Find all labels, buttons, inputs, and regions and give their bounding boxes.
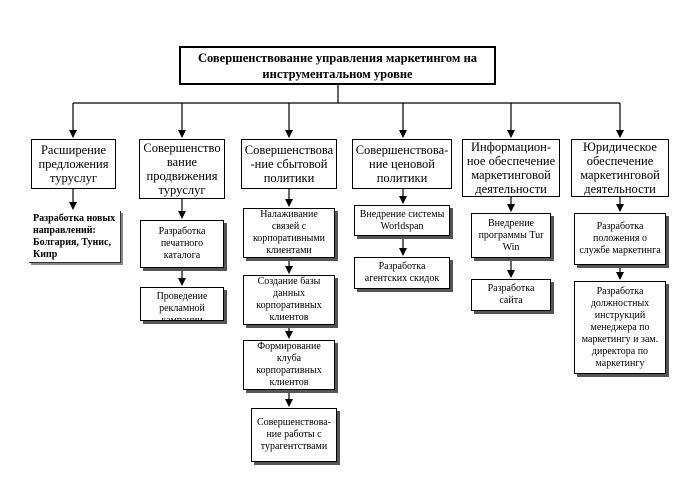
branch-5-title: Информацион-ное обеспечение маркетингово… [466,140,556,196]
branch-3-box: Совершенствова -ние сбытовой политики [241,139,337,189]
branch-2-item-2-label: Проведение рекламной кампании [156,291,208,321]
branch-3-item-2: Создание базы данных корпоративных клиен… [243,275,335,325]
branch-4-item-1-label: Внедрение системы Worldspan [359,208,445,232]
root-title: Совершенствование управления маркетингом… [197,50,478,81]
branch-4-box: Совершенствова-ние ценовой политики [352,139,452,189]
branch-5-item-1: Внедрение программы Tur Win [471,213,551,258]
branch-4-item-1: Внедрение системы Worldspan [354,205,450,236]
branch-2-item-2: Проведение рекламной кампании [140,287,224,321]
branch-4-item-2: Разработка агентских скидок [354,257,450,289]
branch-3-item-4: Совершенствова-ние работы с турагентства… [251,408,337,462]
branch-4-item-2-label: Разработка агентских скидок [364,261,440,284]
branch-6-item-2-label: Разработка должностных инструкций менедж… [581,285,659,369]
branch-3-item-1: Налаживание связей с корпоративными клие… [243,208,335,258]
branch-6-title: Юридическое обеспечение маркетинговой де… [580,140,660,196]
branch-6-item-1-label: Разработка положения о службе маркетинга [579,221,661,256]
branch-6-box: Юридическое обеспечение маркетинговой де… [571,139,669,197]
branch-4-title: Совершенствова-ние ценовой политики [355,143,449,185]
branch-3-item-3: Формирование клуба корпоративных клиенто… [243,340,335,390]
branch-5-item-2-label: Разработка сайта [487,283,535,306]
branch-5-box: Информацион-ное обеспечение маркетингово… [462,139,560,197]
branch-3-item-2-label: Создание базы данных корпоративных клиен… [256,276,322,323]
branch-5-item-1-label: Внедрение программы Tur Win [478,217,544,253]
branch-2-item-1: Разработка печатного каталога [140,220,224,268]
branch-1-box: Расширение предложения туруслуг [31,139,116,189]
branch-3-item-1-label: Налаживание связей с корпоративными клие… [252,209,326,256]
branch-2-box: Совершенство вание продвижения туруслуг [139,139,225,199]
branch-6-item-2: Разработка должностных инструкций менедж… [574,281,666,374]
branch-3-item-3-label: Формирование клуба корпоративных клиенто… [256,341,322,388]
branch-1-title: Расширение предложения туруслуг [38,143,109,185]
branch-1-item-1: Разработка новых направлений: Болгария, … [29,211,121,263]
root-box: Совершенствование управления маркетингом… [179,46,496,85]
branch-1-item-1-label: Разработка новых направлений: Болгария, … [33,213,116,260]
branch-5-item-2: Разработка сайта [471,279,551,311]
branch-3-title: Совершенствова -ние сбытовой политики [244,143,334,185]
branch-6-item-1: Разработка положения о службе маркетинга [574,213,666,265]
branch-2-item-1-label: Разработка печатного каталога [158,226,206,261]
branch-2-title: Совершенство вание продвижения туруслуг [143,141,221,197]
branch-3-item-4-label: Совершенствова-ние работы с турагентства… [256,417,332,452]
